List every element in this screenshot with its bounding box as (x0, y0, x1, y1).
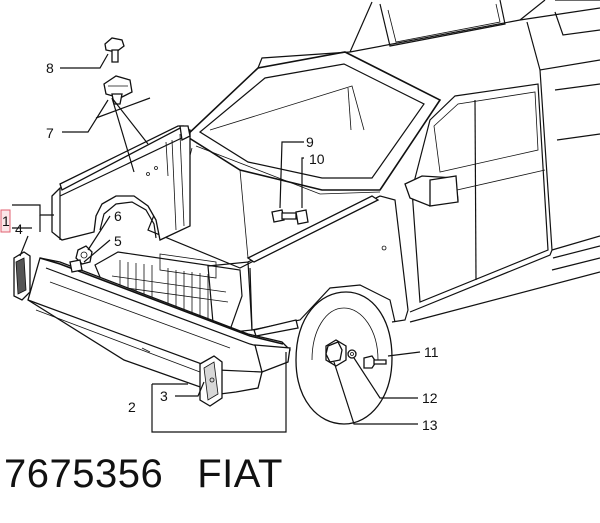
washer-part-12 (347, 349, 357, 359)
callout-3[interactable]: 3 (160, 388, 168, 404)
vehicle-body (94, 0, 600, 335)
leader-lines (12, 53, 421, 433)
callout-10[interactable]: 10 (309, 151, 325, 167)
callout-1[interactable]: 1 (2, 213, 10, 229)
brand-name: FIAT (197, 452, 283, 496)
end-cap-part-4 (13, 251, 31, 301)
callout-1-highlight (0, 209, 11, 233)
footer-caption: 7675356 FIAT (4, 452, 283, 497)
callout-2[interactable]: 2 (128, 399, 136, 415)
part-code: 7675356 (4, 452, 164, 496)
callout-13[interactable]: 13 (422, 417, 438, 433)
callout-6[interactable]: 6 (114, 208, 122, 224)
clip-part-5 (69, 259, 83, 273)
callout-11[interactable]: 11 (424, 344, 439, 360)
wheel-arch-trim (51, 125, 191, 241)
screw-part-8 (104, 37, 125, 63)
callout-7[interactable]: 7 (46, 125, 54, 141)
callout-9[interactable]: 9 (306, 134, 314, 150)
callout-8[interactable]: 8 (46, 60, 54, 76)
right-fender-trim (246, 195, 380, 337)
callout-12[interactable]: 12 (422, 390, 438, 406)
end-cap-part-3 (199, 355, 223, 407)
bolt-part-11 (363, 355, 387, 369)
callout-5[interactable]: 5 (114, 233, 122, 249)
callout-labels: 1 2 3 4 5 6 7 8 9 10 11 12 13 (2, 60, 439, 433)
clip-part-7 (103, 75, 133, 105)
bolt-part-9 (271, 209, 297, 223)
hub-cap-part-13 (325, 341, 343, 363)
nut-part-10 (295, 209, 309, 225)
callout-4[interactable]: 4 (15, 221, 23, 237)
front-wheel (295, 291, 393, 425)
